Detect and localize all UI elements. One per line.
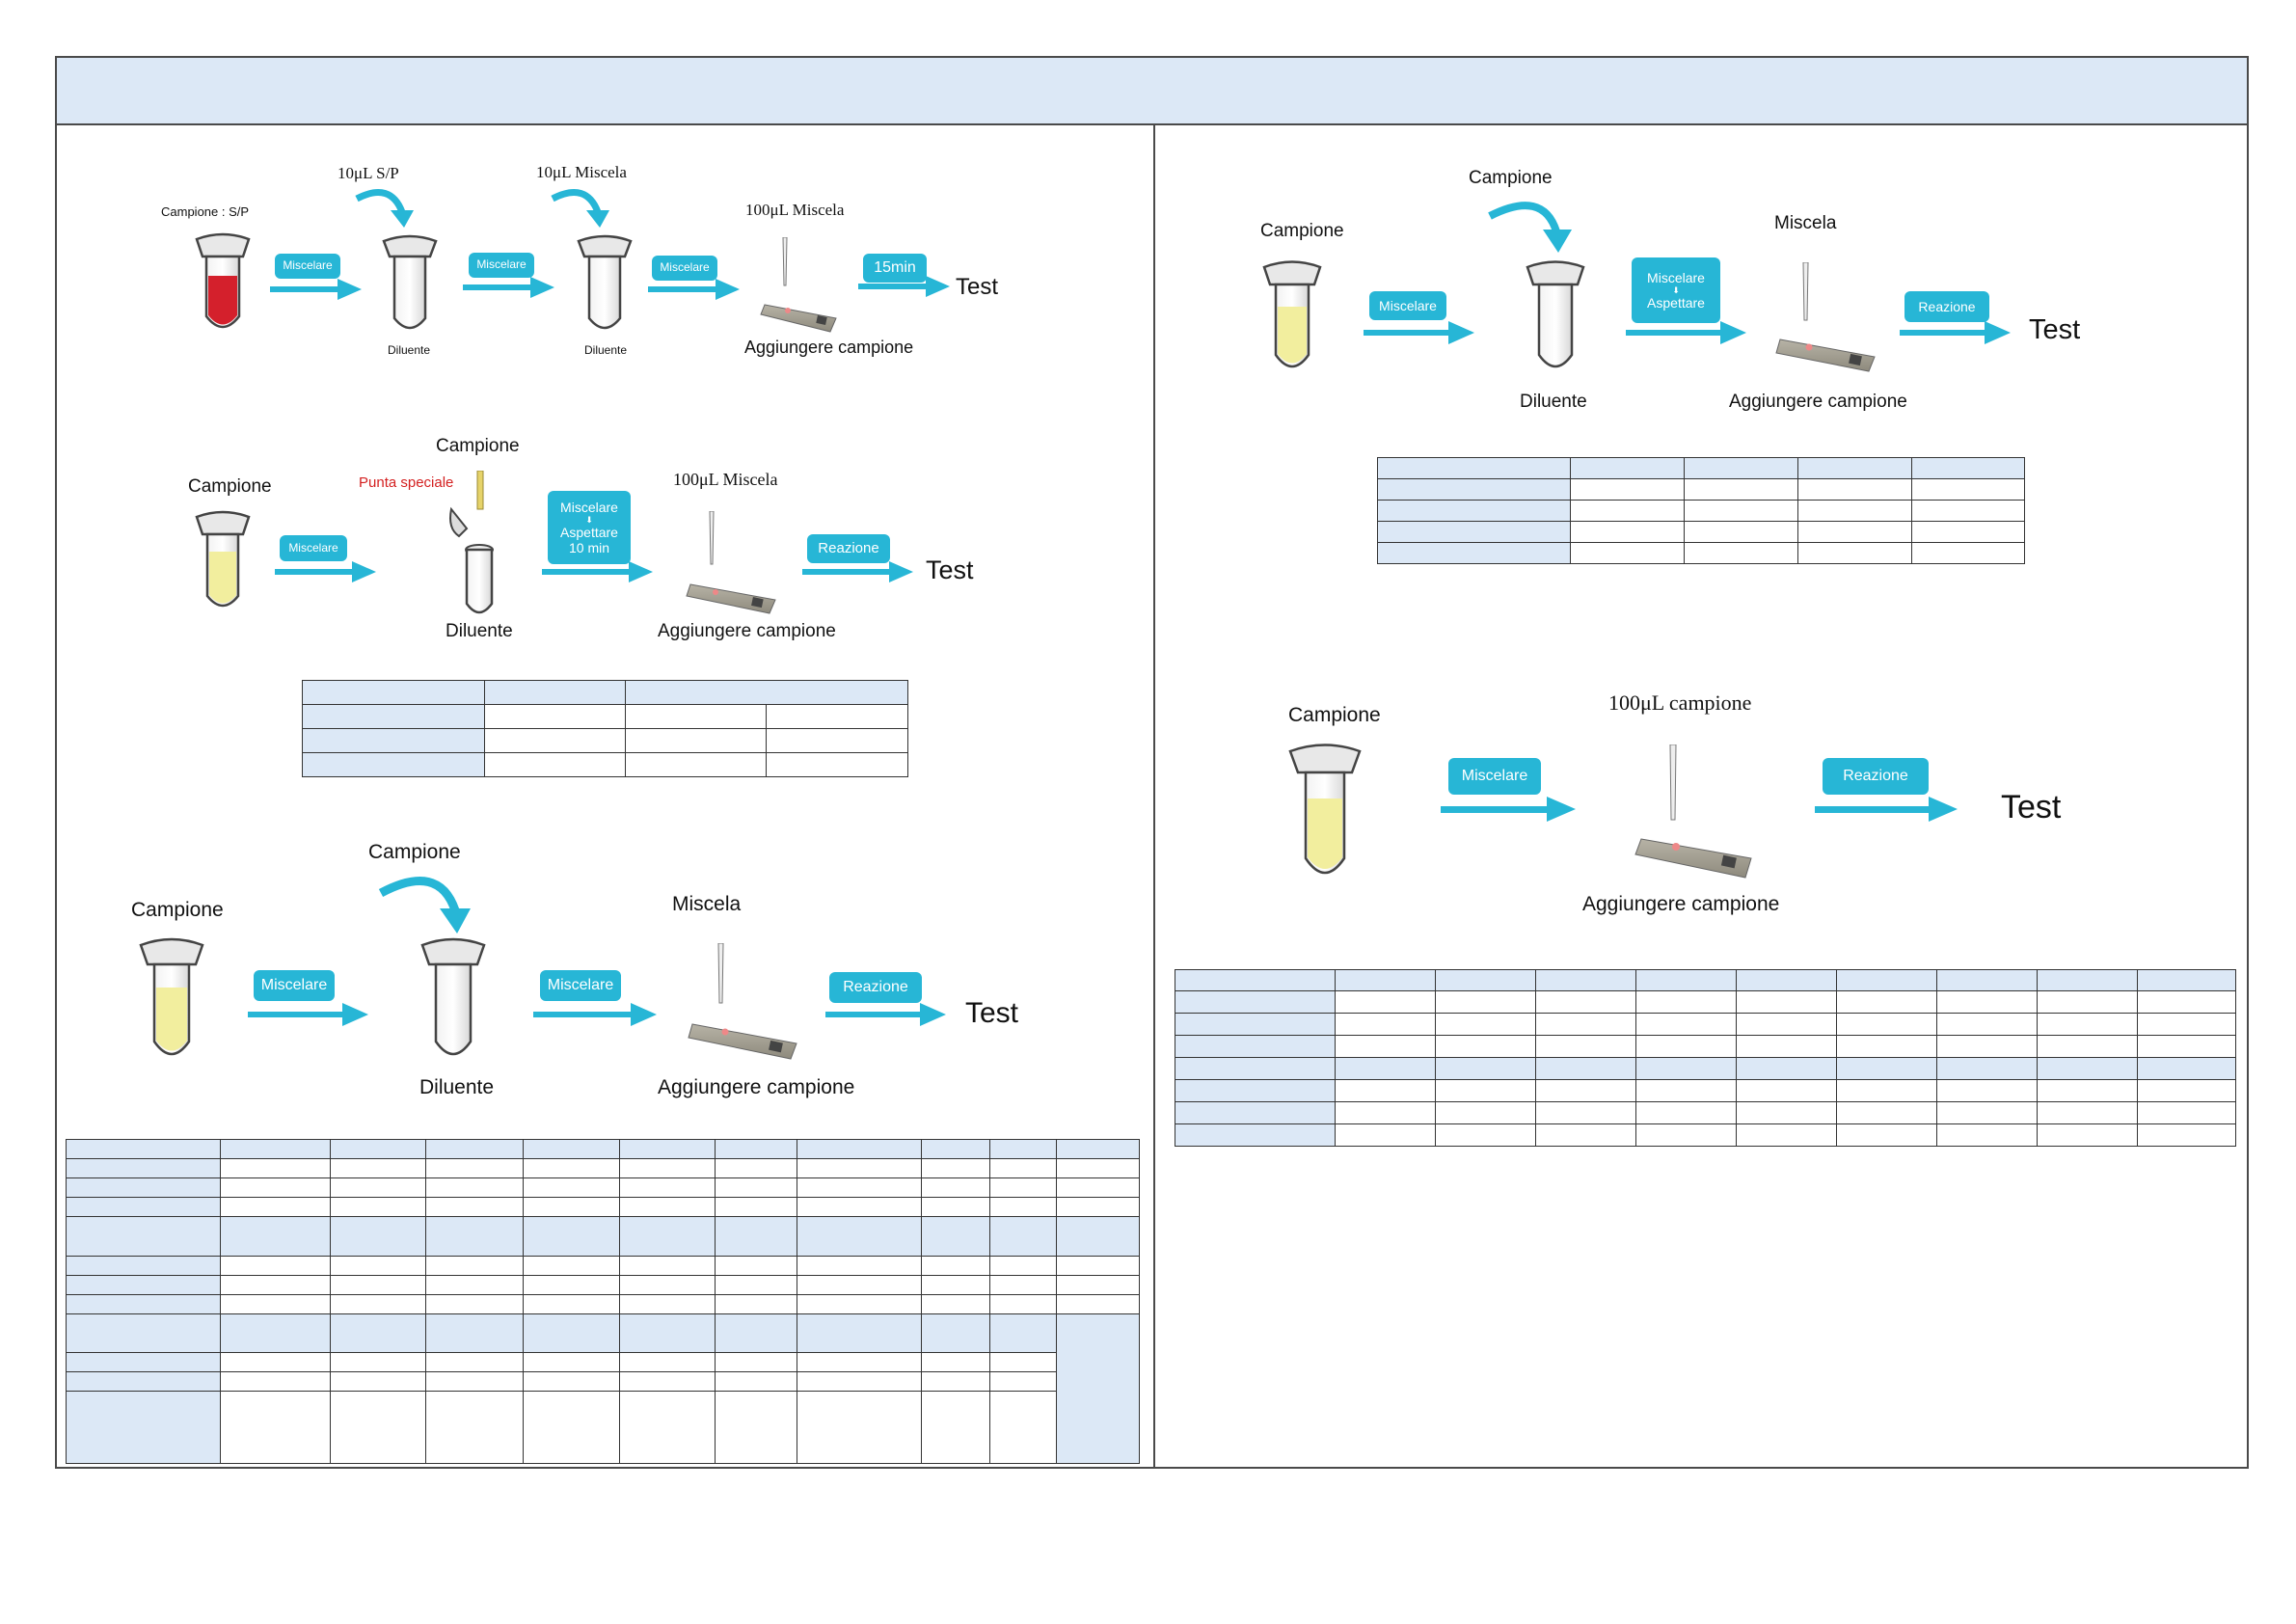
flow1-arrow-1	[270, 279, 362, 300]
flow1-arrow-4	[858, 276, 950, 297]
flow2-step-mix-wait-line3: 10 min	[568, 540, 610, 556]
flow1-test-strip	[760, 237, 837, 333]
flow2-step-mix-wait: Miscelare ⬇ Aspettare 10 min	[548, 491, 631, 564]
flow2-step-mix: Miscelare	[280, 535, 347, 561]
flow3-sample-tube	[139, 937, 204, 1056]
flow1-diluent-label-2: Diluente	[584, 343, 628, 357]
flow4-test-strip	[1775, 262, 1876, 372]
flow2-table	[302, 680, 908, 777]
flow1-volume-1: 10μL S/P	[338, 164, 399, 182]
flow3-add-sample-label: Aggiungere campione	[658, 1076, 855, 1098]
flow3-table	[66, 1139, 1140, 1464]
flow2-diluent-label: Diluente	[446, 621, 513, 641]
flow1-blood-tube	[195, 232, 251, 329]
flow1-step-mix-1: Miscelare	[275, 254, 340, 279]
flow5-step-mix: Miscelare	[1448, 758, 1541, 795]
flow1-add-sample-label: Aggiungere campione	[744, 338, 914, 357]
flow2-arrow-1	[275, 561, 376, 582]
flow4-step-mix: Miscelare	[1369, 291, 1446, 320]
flow1-volume-2: 10μL Miscela	[536, 163, 627, 181]
flow5-arrow-2	[1815, 797, 1958, 822]
flow3-transfer-arrow	[378, 877, 471, 934]
flow1-diluent-tube-1	[382, 234, 438, 330]
flow4-arrow-2	[1626, 321, 1746, 344]
flow3-diluent-tube	[420, 937, 486, 1056]
flow2-step-mix-wait-line1: Miscelare	[560, 499, 618, 515]
flow4-step-mix-wait: Miscelare ⬇ Aspettare	[1632, 257, 1720, 323]
flow5-arrow-1	[1441, 797, 1576, 822]
flow4-diluent-label: Diluente	[1520, 392, 1587, 412]
flow5-table	[1175, 969, 2236, 1147]
flow1-step-mix-3: Miscelare	[652, 256, 717, 281]
flow4-step-mix-wait-line1: Miscelare	[1647, 269, 1705, 285]
flow3-sample-label: Campione	[131, 899, 224, 921]
flow1-volume-3: 100μL Miscela	[745, 201, 845, 219]
flow4-sample-top-label: Campione	[1469, 168, 1553, 188]
flow1-step-mix-2: Miscelare	[469, 253, 534, 278]
flow2-arrow-2	[542, 561, 653, 582]
flow5-add-sample-label: Aggiungere campione	[1582, 893, 1780, 915]
flow2-step-down-arrow-icon: ⬇	[585, 514, 593, 525]
flow2-sample-top-label: Campione	[436, 436, 520, 456]
flow5-test-strip	[1634, 744, 1752, 879]
flow2-test-strip	[686, 511, 776, 614]
flow2-volume-label: 100μL Miscela	[673, 470, 778, 489]
document-frame	[55, 56, 2249, 1469]
flow4-step-mix-wait-line2: Aspettare	[1647, 295, 1705, 311]
flow5-test-label: Test	[2001, 789, 2062, 826]
flow3-arrow-3	[825, 1003, 946, 1026]
flow1-transfer-arrow-1	[355, 189, 414, 228]
flow1-arrow-2	[463, 277, 554, 298]
flow2-step-reaction: Reazione	[807, 534, 890, 563]
flow4-step-down-arrow-icon: ⬇	[1672, 284, 1680, 295]
flow1-sample-label: Campione : S/P	[161, 204, 250, 219]
flow2-arrow-3	[802, 561, 913, 582]
flow4-sample-tube	[1262, 260, 1322, 368]
flow3-arrow-1	[248, 1003, 368, 1026]
header-bar	[57, 58, 2247, 125]
flow2-sample-tube	[195, 510, 251, 608]
flow1-transfer-arrow-2	[551, 189, 609, 228]
flow2-diluent-tube-with-tip	[449, 471, 494, 614]
column-divider	[1153, 125, 1155, 1469]
flow3-mix-label: Miscela	[672, 893, 742, 915]
flow3-step-mix-2: Miscelare	[540, 970, 621, 1001]
flow4-arrow-3	[1900, 321, 2011, 344]
flow5-sample-tube	[1288, 744, 1362, 875]
flow1-diluent-tube-2	[577, 234, 633, 330]
flow2-test-label: Test	[926, 555, 974, 584]
flow4-test-label: Test	[2029, 314, 2081, 345]
flow4-diluent-tube	[1526, 260, 1585, 368]
flow3-test-strip	[688, 943, 797, 1060]
flow3-step-reaction: Reazione	[829, 972, 922, 1003]
flow3-test-label: Test	[965, 997, 1019, 1029]
flow3-diluent-label: Diluente	[419, 1076, 495, 1098]
flow5-step-reaction: Reazione	[1823, 758, 1929, 795]
flow5-volume-label: 100μL campione	[1608, 690, 1752, 715]
flow4-arrow-1	[1364, 321, 1474, 344]
flow4-step-reaction: Reazione	[1904, 291, 1989, 322]
flow3-arrow-2	[533, 1003, 657, 1026]
flow1-arrow-3	[648, 279, 740, 300]
flow1-test-label: Test	[956, 274, 999, 300]
flow2-sample-label: Campione	[188, 476, 272, 497]
flow3-sample-top-label: Campione	[368, 841, 461, 863]
flow4-transfer-arrow	[1488, 202, 1572, 253]
flow2-add-sample-label: Aggiungere campione	[658, 621, 836, 641]
flow2-special-tip-label: Punta speciale	[359, 474, 454, 491]
flow4-table	[1377, 457, 2025, 564]
flow4-add-sample-label: Aggiungere campione	[1729, 392, 1907, 412]
flow4-sample-label: Campione	[1260, 221, 1344, 241]
flow3-step-mix-1: Miscelare	[254, 970, 335, 1001]
flow2-step-mix-wait-line2: Aspettare	[560, 525, 618, 541]
flow1-step-wait: 15min	[863, 254, 927, 283]
flow5-sample-label: Campione	[1288, 704, 1381, 726]
flow1-diluent-label-1: Diluente	[388, 343, 431, 357]
flow4-mix-label: Miscela	[1774, 213, 1837, 233]
